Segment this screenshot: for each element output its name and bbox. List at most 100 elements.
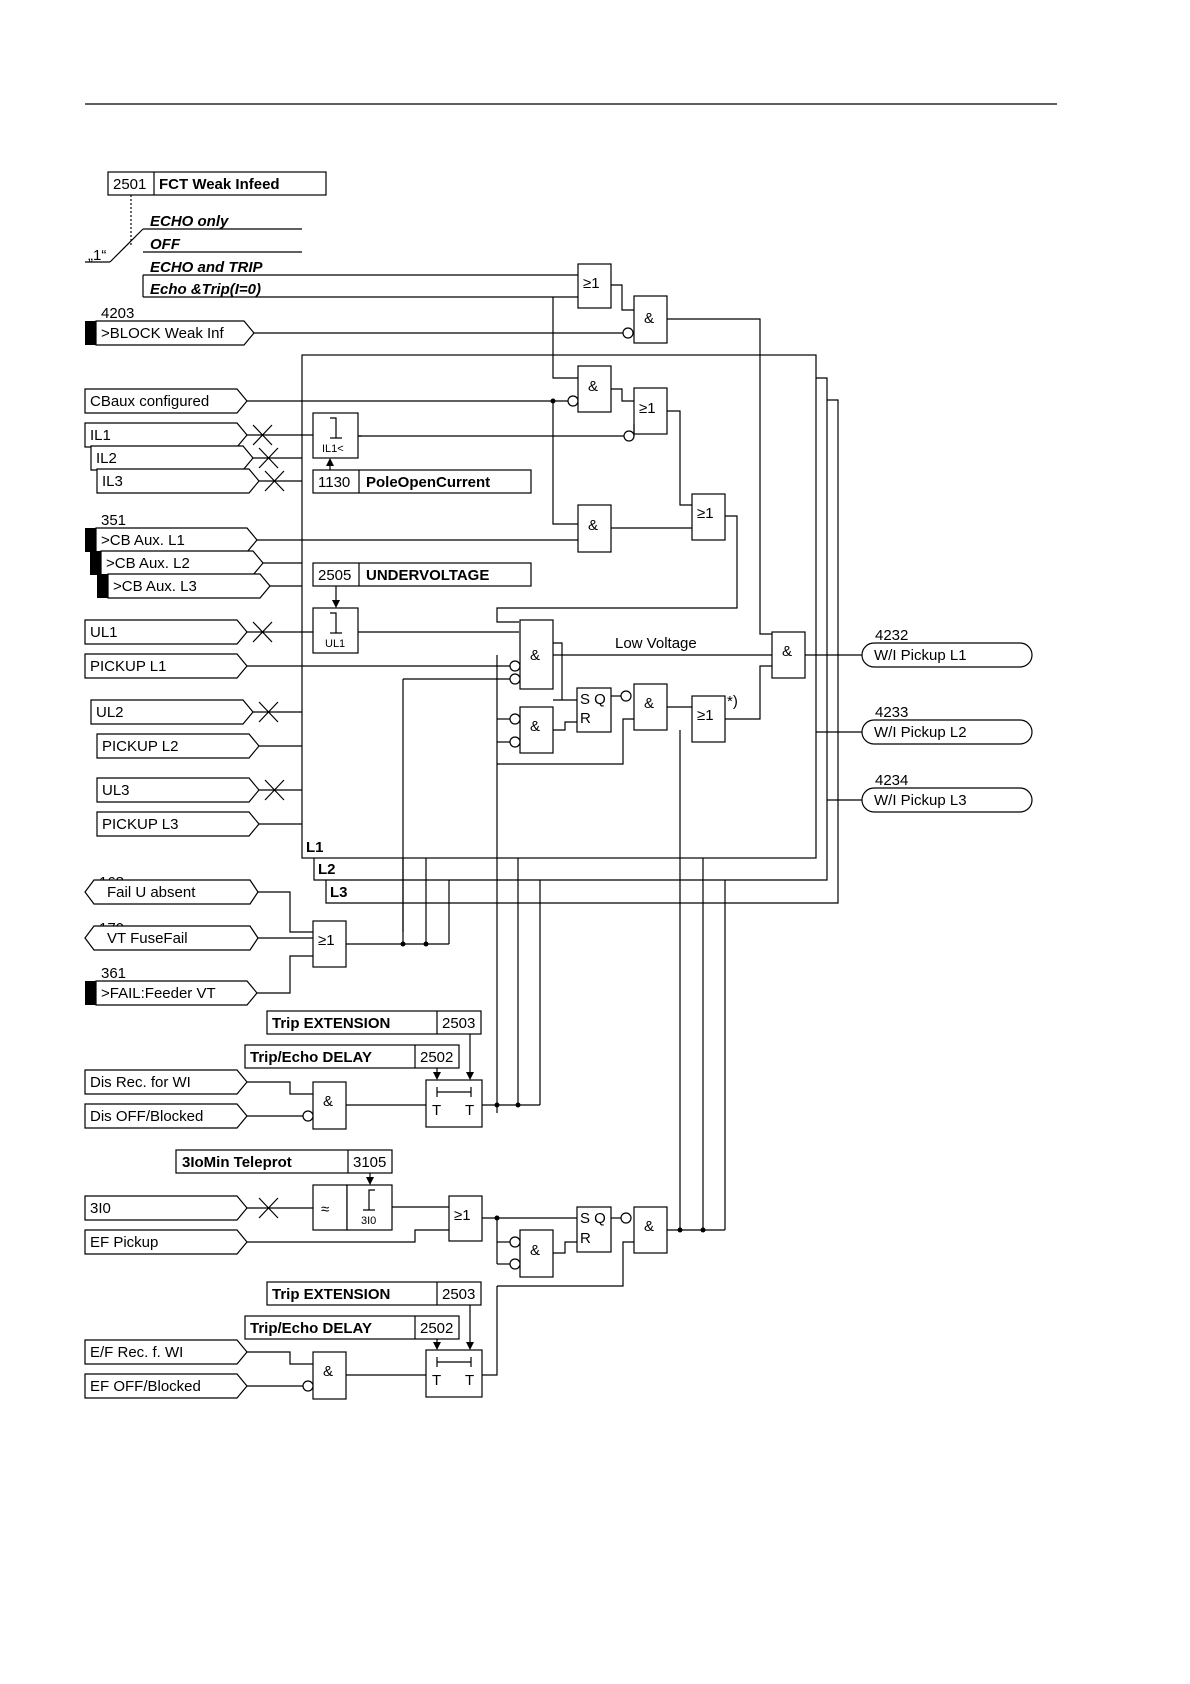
iomin-name: 3IoMin Teleprot — [182, 1154, 292, 1171]
cbaux-number: 351 — [101, 512, 126, 529]
trip-extension-setting-dis: Trip EXTENSION 2503 — [266, 1010, 482, 1035]
or-gate-echo-mode — [577, 263, 612, 309]
switch-label: „1“ — [88, 247, 106, 264]
input-fail-u-label: Fail U absent — [107, 884, 196, 901]
input-pickup-l3-label: PICKUP L3 — [102, 816, 178, 833]
or-gate-combined — [691, 493, 726, 541]
input-vt-fusefail-label: VT FuseFail — [107, 930, 188, 947]
il1-threshold-label: IL1< — [322, 443, 344, 455]
pole-open-current-setting: 1130 PoleOpenCurrent — [312, 469, 532, 494]
timer-t-label: T — [432, 1372, 441, 1389]
input-il1-label: IL1 — [90, 427, 111, 444]
output-l3-number: 4234 — [875, 772, 908, 789]
or-gate-label: ≥1 — [697, 505, 714, 522]
and-gate-ef-rec — [312, 1351, 347, 1400]
input-cb-aux-l3 — [107, 573, 271, 599]
trip-delay-number: 2502 — [420, 1049, 453, 1066]
undervoltage-number: 2505 — [318, 567, 351, 584]
and-gate-label: & — [530, 718, 540, 735]
timer-t-label: T — [465, 1102, 474, 1119]
input-cb-aux-l3-label: >CB Aux. L3 — [113, 578, 197, 595]
phase-l1-label: L1 — [306, 839, 324, 856]
and-gate-label: & — [782, 643, 792, 660]
output-l2-number: 4233 — [875, 704, 908, 721]
timer-t-label: T — [432, 1102, 441, 1119]
input-fail-feeder-label: >FAIL:Feeder VT — [101, 985, 216, 1002]
input-ef-pickup — [84, 1229, 248, 1255]
ul1-threshold-label: UL1 — [325, 638, 345, 650]
fct-number: 2501 — [113, 176, 146, 193]
or-gate-label: ≥1 — [454, 1207, 471, 1224]
fct-weak-infeed-setting: 2501 FCT Weak Infeed — [107, 171, 327, 196]
input-ef-off-blocked — [84, 1373, 248, 1399]
input-ef-rec-label: E/F Rec. f. WI — [90, 1344, 183, 1361]
trip-delay-name: Trip/Echo DELAY — [250, 1049, 372, 1066]
trip-extension-number: 2503 — [442, 1015, 475, 1032]
trip-delay-name: Trip/Echo DELAY — [250, 1320, 372, 1337]
input-ul1 — [84, 619, 248, 645]
input-dis-off-label: Dis OFF/Blocked — [90, 1108, 203, 1125]
output-wi-pickup-l1 — [861, 642, 1033, 668]
input-il2-label: IL2 — [96, 450, 117, 467]
filter-block-3i0 — [312, 1184, 348, 1231]
and-gate-label: & — [588, 378, 598, 395]
or-gate-vt-fail — [312, 920, 347, 968]
or-gate-label: ≥1 — [583, 275, 600, 292]
i0-threshold-label: 3I0 — [361, 1215, 376, 1227]
input-cb-aux-l2-label: >CB Aux. L2 — [106, 555, 190, 572]
trip-extension-setting-ef: Trip EXTENSION 2503 — [266, 1281, 482, 1306]
input-block-weak-inf — [95, 320, 255, 346]
input-cbaux-configured — [84, 388, 248, 414]
input-il3 — [96, 468, 260, 494]
input-pickup-l3 — [96, 811, 260, 837]
and-gate-label: & — [588, 517, 598, 534]
input-ul3 — [96, 777, 260, 803]
input-dis-rec-label: Dis Rec. for WI — [90, 1074, 191, 1091]
pole-open-number: 1130 — [318, 474, 350, 491]
input-cb-aux-l2 — [100, 550, 264, 576]
and-gate-cb-aux — [577, 504, 612, 553]
and-gate-label: & — [323, 1363, 333, 1380]
input-fail-feeder-vt — [95, 980, 258, 1006]
input-il3-label: IL3 — [102, 473, 123, 490]
filter-icon: ≈ — [321, 1201, 329, 1218]
input-ef-rec-for-wi — [84, 1339, 248, 1365]
undervoltage-name: UNDERVOLTAGE — [366, 567, 489, 584]
input-cb-aux-l1 — [95, 527, 258, 553]
and-gate-reset-l1 — [519, 706, 554, 754]
block-number: 4203 — [101, 305, 134, 322]
phase-l1-frame — [301, 354, 817, 859]
input-3i0 — [84, 1195, 248, 1221]
binary-input-marker — [90, 551, 101, 575]
fail-feeder-number: 361 — [101, 965, 126, 982]
sr-flipflop-ef — [576, 1206, 612, 1253]
or-gate-label: ≥1 — [318, 932, 335, 949]
option-echo-trip-i0: Echo &Trip(I=0) — [150, 281, 261, 298]
cross-markers-il — [252, 424, 285, 492]
pole-open-name: PoleOpenCurrent — [366, 474, 490, 491]
input-pickup-l2 — [96, 733, 260, 759]
input-cbaux-configured-label: CBaux configured — [90, 393, 209, 410]
input-dis-rec-for-wi — [84, 1069, 248, 1095]
trip-extension-name: Trip EXTENSION — [272, 1015, 390, 1032]
sr-r-label: R — [580, 1230, 591, 1247]
output-l2-label: W/I Pickup L2 — [874, 724, 967, 741]
input-il1 — [84, 422, 248, 448]
trip-delay-setting-dis: Trip/Echo DELAY 2502 — [244, 1044, 460, 1069]
low-voltage-label: Low Voltage — [615, 635, 697, 652]
input-pickup-l1-label: PICKUP L1 — [90, 658, 166, 675]
input-pickup-l2-label: PICKUP L2 — [102, 738, 178, 755]
phase-l2-label: L2 — [318, 861, 336, 878]
option-echo-only: ECHO only — [150, 213, 229, 230]
or-gate-ef — [448, 1195, 483, 1242]
input-ul2-label: UL2 — [96, 704, 124, 721]
timer-t-label: T — [465, 1372, 474, 1389]
input-ef-off-label: EF OFF/Blocked — [90, 1378, 201, 1395]
input-pickup-l1 — [84, 653, 248, 679]
binary-input-marker — [85, 321, 96, 345]
and-gate-low-voltage — [519, 619, 554, 690]
and-gate-dis — [312, 1081, 347, 1130]
and-gate-label: & — [644, 310, 654, 327]
timer-dis — [425, 1079, 483, 1128]
